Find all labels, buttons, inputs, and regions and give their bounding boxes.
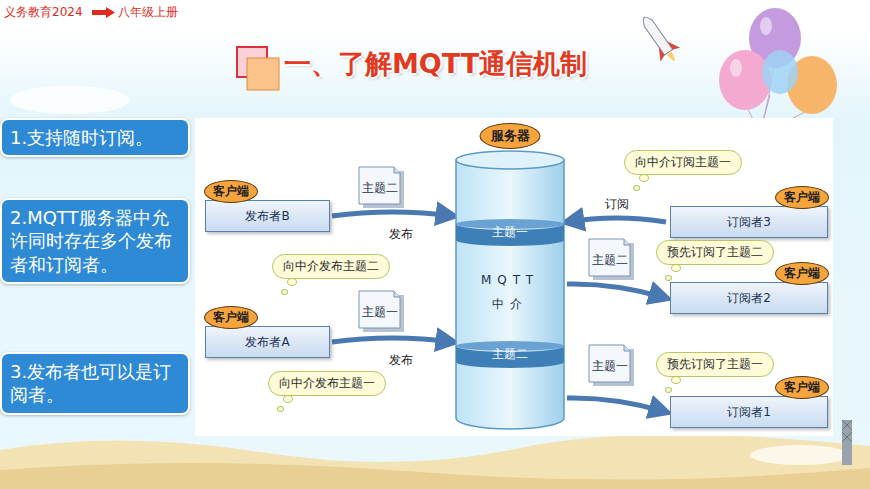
header-label: 义务教育2024 (4, 4, 83, 21)
client-tag: 客户端 (204, 306, 258, 329)
edge-label: 订阅 (603, 196, 631, 213)
speech-cloud: 向中介发布主题二 (272, 254, 390, 279)
slide-title: 一、了解MQTT通信机制 (284, 46, 587, 82)
info-text: 2.MQTT服务器中允许同时存在多个发布者和订阅者。 (10, 207, 172, 275)
info-box: 1.支持随时订阅。 (0, 118, 190, 157)
title-icon (247, 58, 279, 90)
cloud-text: 向中介发布主题二 (283, 259, 379, 273)
topic-name: 主题一 (362, 304, 398, 321)
cloud-shape (750, 445, 850, 465)
ground (0, 434, 870, 489)
cloud-shape (10, 86, 130, 114)
topic-document: 主题二 (358, 166, 406, 210)
client-name: 发布者B (245, 208, 289, 225)
header-label: 八年级上册 (118, 4, 178, 21)
edge-label: 发布 (387, 226, 415, 243)
topic-name: 主题二 (592, 252, 628, 269)
client-box: 客户端发布者A (205, 326, 330, 358)
topic-document: 主题二 (588, 238, 636, 282)
header-arrow (92, 7, 115, 18)
flow-arrow (332, 338, 453, 342)
topic-band: 主题一 (455, 218, 565, 246)
topic-band: 主题二 (455, 340, 565, 368)
client-name: 订阅者2 (727, 290, 771, 307)
cloud-text: 向中介发布主题一 (279, 376, 375, 390)
topic-name: 主题一 (592, 358, 628, 375)
server-cylinder: 服务器MQTT 中介主题一主题二 (455, 150, 565, 430)
launch-tower (842, 420, 852, 465)
balloons (719, 8, 837, 134)
cloud-bubble (671, 264, 681, 272)
cloud-text: 向中介订阅主题一 (635, 155, 731, 169)
ground (0, 463, 870, 489)
topic-name: 主题一 (492, 224, 528, 241)
client-box: 客户端发布者B (205, 200, 330, 232)
client-name: 订阅者3 (727, 214, 771, 231)
client-tag: 客户端 (775, 376, 829, 399)
cloud-text: 预先订阅了主题一 (667, 357, 763, 371)
info-text: 3.发布者也可以是订阅者。 (10, 361, 171, 405)
client-name: 订阅者1 (727, 404, 771, 421)
flow-arrow (567, 398, 666, 412)
speech-cloud: 预先订阅了主题一 (656, 352, 774, 377)
topic-name: 主题二 (492, 346, 528, 363)
topic-document: 主题一 (358, 290, 406, 334)
info-box: 3.发布者也可以是订阅者。 (0, 352, 190, 415)
flow-arrow (567, 284, 666, 298)
cloud-bubble (283, 395, 293, 403)
client-name: 发布者A (245, 334, 289, 351)
speech-cloud: 向中介发布主题一 (268, 371, 386, 396)
diagram-panel (195, 118, 833, 436)
flow-arrow (567, 218, 666, 222)
cloud-bubble (287, 278, 297, 286)
speech-cloud: 向中介订阅主题一 (624, 150, 742, 175)
flow-arrow (332, 212, 453, 216)
server-label: 服务器 (480, 123, 541, 149)
client-tag: 客户端 (204, 180, 258, 203)
topic-name: 主题二 (362, 180, 398, 197)
info-text: 1.支持随时订阅。 (10, 127, 153, 148)
client-box: 客户端订阅者3 (670, 206, 828, 238)
client-box: 客户端订阅者1 (670, 396, 828, 428)
client-tag: 客户端 (775, 262, 829, 285)
topic-document: 主题一 (588, 344, 636, 388)
cloud-bubble (639, 174, 649, 182)
rocket (634, 11, 684, 68)
cloud-text: 预先订阅了主题二 (667, 245, 763, 259)
cylinder-outline (455, 150, 565, 430)
client-box: 客户端订阅者2 (670, 282, 828, 314)
broker-label: MQTT 中介 (473, 268, 547, 316)
speech-cloud: 预先订阅了主题二 (656, 240, 774, 265)
client-tag: 客户端 (775, 186, 829, 209)
info-box: 2.MQTT服务器中允许同时存在多个发布者和订阅者。 (0, 198, 190, 284)
edge-label: 发布 (387, 352, 415, 369)
cloud-bubble (671, 376, 681, 384)
